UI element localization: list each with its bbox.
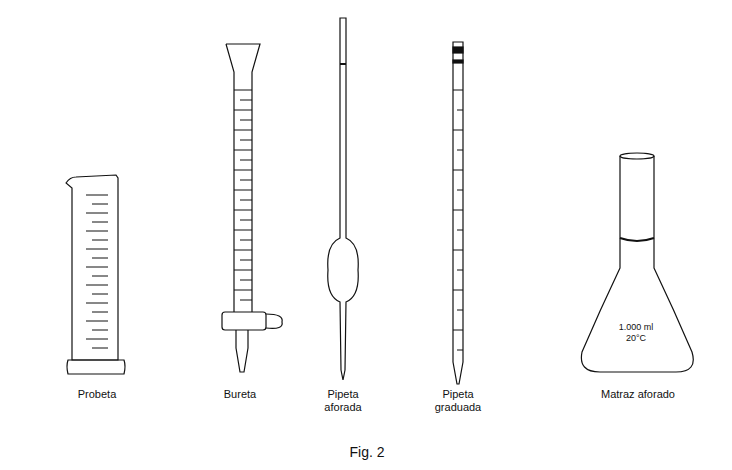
graduated-pipette — [453, 42, 463, 384]
volumetric-pipette — [328, 18, 359, 380]
graduated-cylinder — [66, 175, 125, 374]
volume-marking: 1.000 ml — [606, 322, 666, 332]
part-label: Bureta — [200, 388, 280, 401]
part-label: Matraz aforado — [583, 388, 693, 401]
part-label: Probeta — [57, 388, 137, 401]
part-label: Pipeta aforada — [315, 388, 371, 414]
volumetric-flask — [581, 153, 693, 372]
burette — [222, 44, 282, 372]
temperature-marking: 20°C — [606, 333, 666, 343]
figure-caption: Fig. 2 — [307, 444, 427, 460]
part-label: Pipeta graduada — [428, 388, 488, 414]
